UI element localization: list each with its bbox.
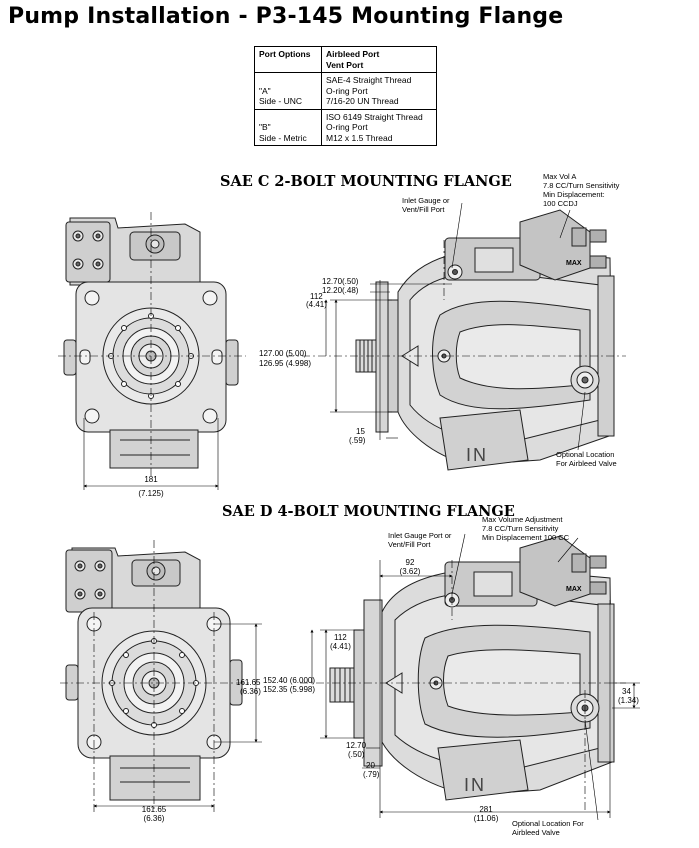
sae-d-heading: SAE D 4-BOLT MOUNTING FLANGE xyxy=(222,503,515,520)
dim-127-00: 127.00 (5.00) xyxy=(259,349,307,358)
dim-161-65-horizontal-inch: (6.36) xyxy=(144,814,165,823)
sae-d-side-centerlines xyxy=(300,560,626,810)
sae-d-side-view xyxy=(329,535,615,801)
table-row: "B"Side - Metric ISO 6149 Straight Threa… xyxy=(254,108,437,146)
dim-152-40: 152.40 (6.000) xyxy=(263,676,315,685)
dim-15-inch: (.59) xyxy=(349,436,366,445)
sae-c-in-label: IN xyxy=(466,445,488,465)
dim-112: 112 xyxy=(310,292,323,301)
sae-d-max-label: MAX xyxy=(566,586,582,593)
dim-34-inch: (1.34) xyxy=(618,696,639,705)
sae-c-max-label: MAX xyxy=(566,260,582,267)
sae-d-in-label: IN xyxy=(464,775,486,795)
sae-c-side-view xyxy=(355,209,615,471)
dim-12-70-d: 12.70 xyxy=(346,741,367,750)
sae-d-front-centerlines xyxy=(60,540,252,812)
dim-15: 15 xyxy=(356,427,365,436)
dim-161-65 xyxy=(93,623,262,808)
dim-126-95: 126.95 (4.998) xyxy=(259,359,311,368)
page-title: Pump Installation - P3-145 Mounting Flan… xyxy=(8,4,564,29)
dim-12-20: 12.20(.48) xyxy=(322,286,359,295)
sae-c-optional-location-callout: Optional Location For Airbleed Valve xyxy=(556,450,617,468)
dim-12-70-d-inch: (.50) xyxy=(348,750,365,759)
dim-181-inch-label: (7.125) xyxy=(138,489,164,498)
dim-181 xyxy=(83,418,219,490)
sae-c-front-centerlines xyxy=(58,212,246,478)
dim-112-d-inch: (4.41) xyxy=(330,642,351,651)
dim-112-inch: (4.41) xyxy=(306,300,327,309)
sae-c-heading: SAE C 2-BOLT MOUNTING FLANGE xyxy=(220,173,512,190)
sae-c-max-vol-callout: Max Vol A 7.8 CC/Turn Sensitivity Min Di… xyxy=(543,172,622,208)
dim-112-d: 112 xyxy=(334,633,347,642)
dim-152-35: 152.35 (5.998) xyxy=(263,685,315,694)
dim-281: 281 xyxy=(479,805,493,814)
dim-281-inch: (11.06) xyxy=(474,814,499,823)
sae-c-side-centerlines xyxy=(286,240,626,357)
dim-12-70: 12.70(.50) xyxy=(322,277,359,286)
dim-92-inch: (3.62) xyxy=(400,567,421,576)
dim-34: 34 xyxy=(622,687,631,696)
sae-d-side-dims xyxy=(310,560,640,818)
dim-161-65-vertical: 161.65 xyxy=(236,678,261,687)
sae-d-max-vol-callout: Max Volume Adjustment 7.8 CC/Turn Sensit… xyxy=(482,515,570,542)
dim-161-65-horizontal: 161.65 xyxy=(142,805,167,814)
sae-c-callout-leaders xyxy=(451,202,586,451)
sae-d-optional-location-callout: Optional Location For Airbleed Valve xyxy=(512,819,586,837)
table-header-port-options: Port Options xyxy=(254,46,322,73)
sae-d-callout-leaders xyxy=(451,533,599,821)
table-cell-option-b: "B"Side - Metric xyxy=(254,108,322,146)
sae-c-inlet-gauge-callout: Inlet Gauge or Vent/Fill Port xyxy=(402,196,452,214)
dim-181-label: 181 xyxy=(144,475,158,484)
dim-92: 92 xyxy=(406,558,415,567)
sae-d-inlet-gauge-callout: Inlet Gauge Port or Vent/Fill Port xyxy=(388,531,453,549)
dim-161-65-vertical-inch: (6.36) xyxy=(240,687,261,696)
dim-20-inch: (.79) xyxy=(363,770,380,779)
sae-c-side-dims xyxy=(324,280,452,440)
dim-20: 20 xyxy=(366,761,375,770)
